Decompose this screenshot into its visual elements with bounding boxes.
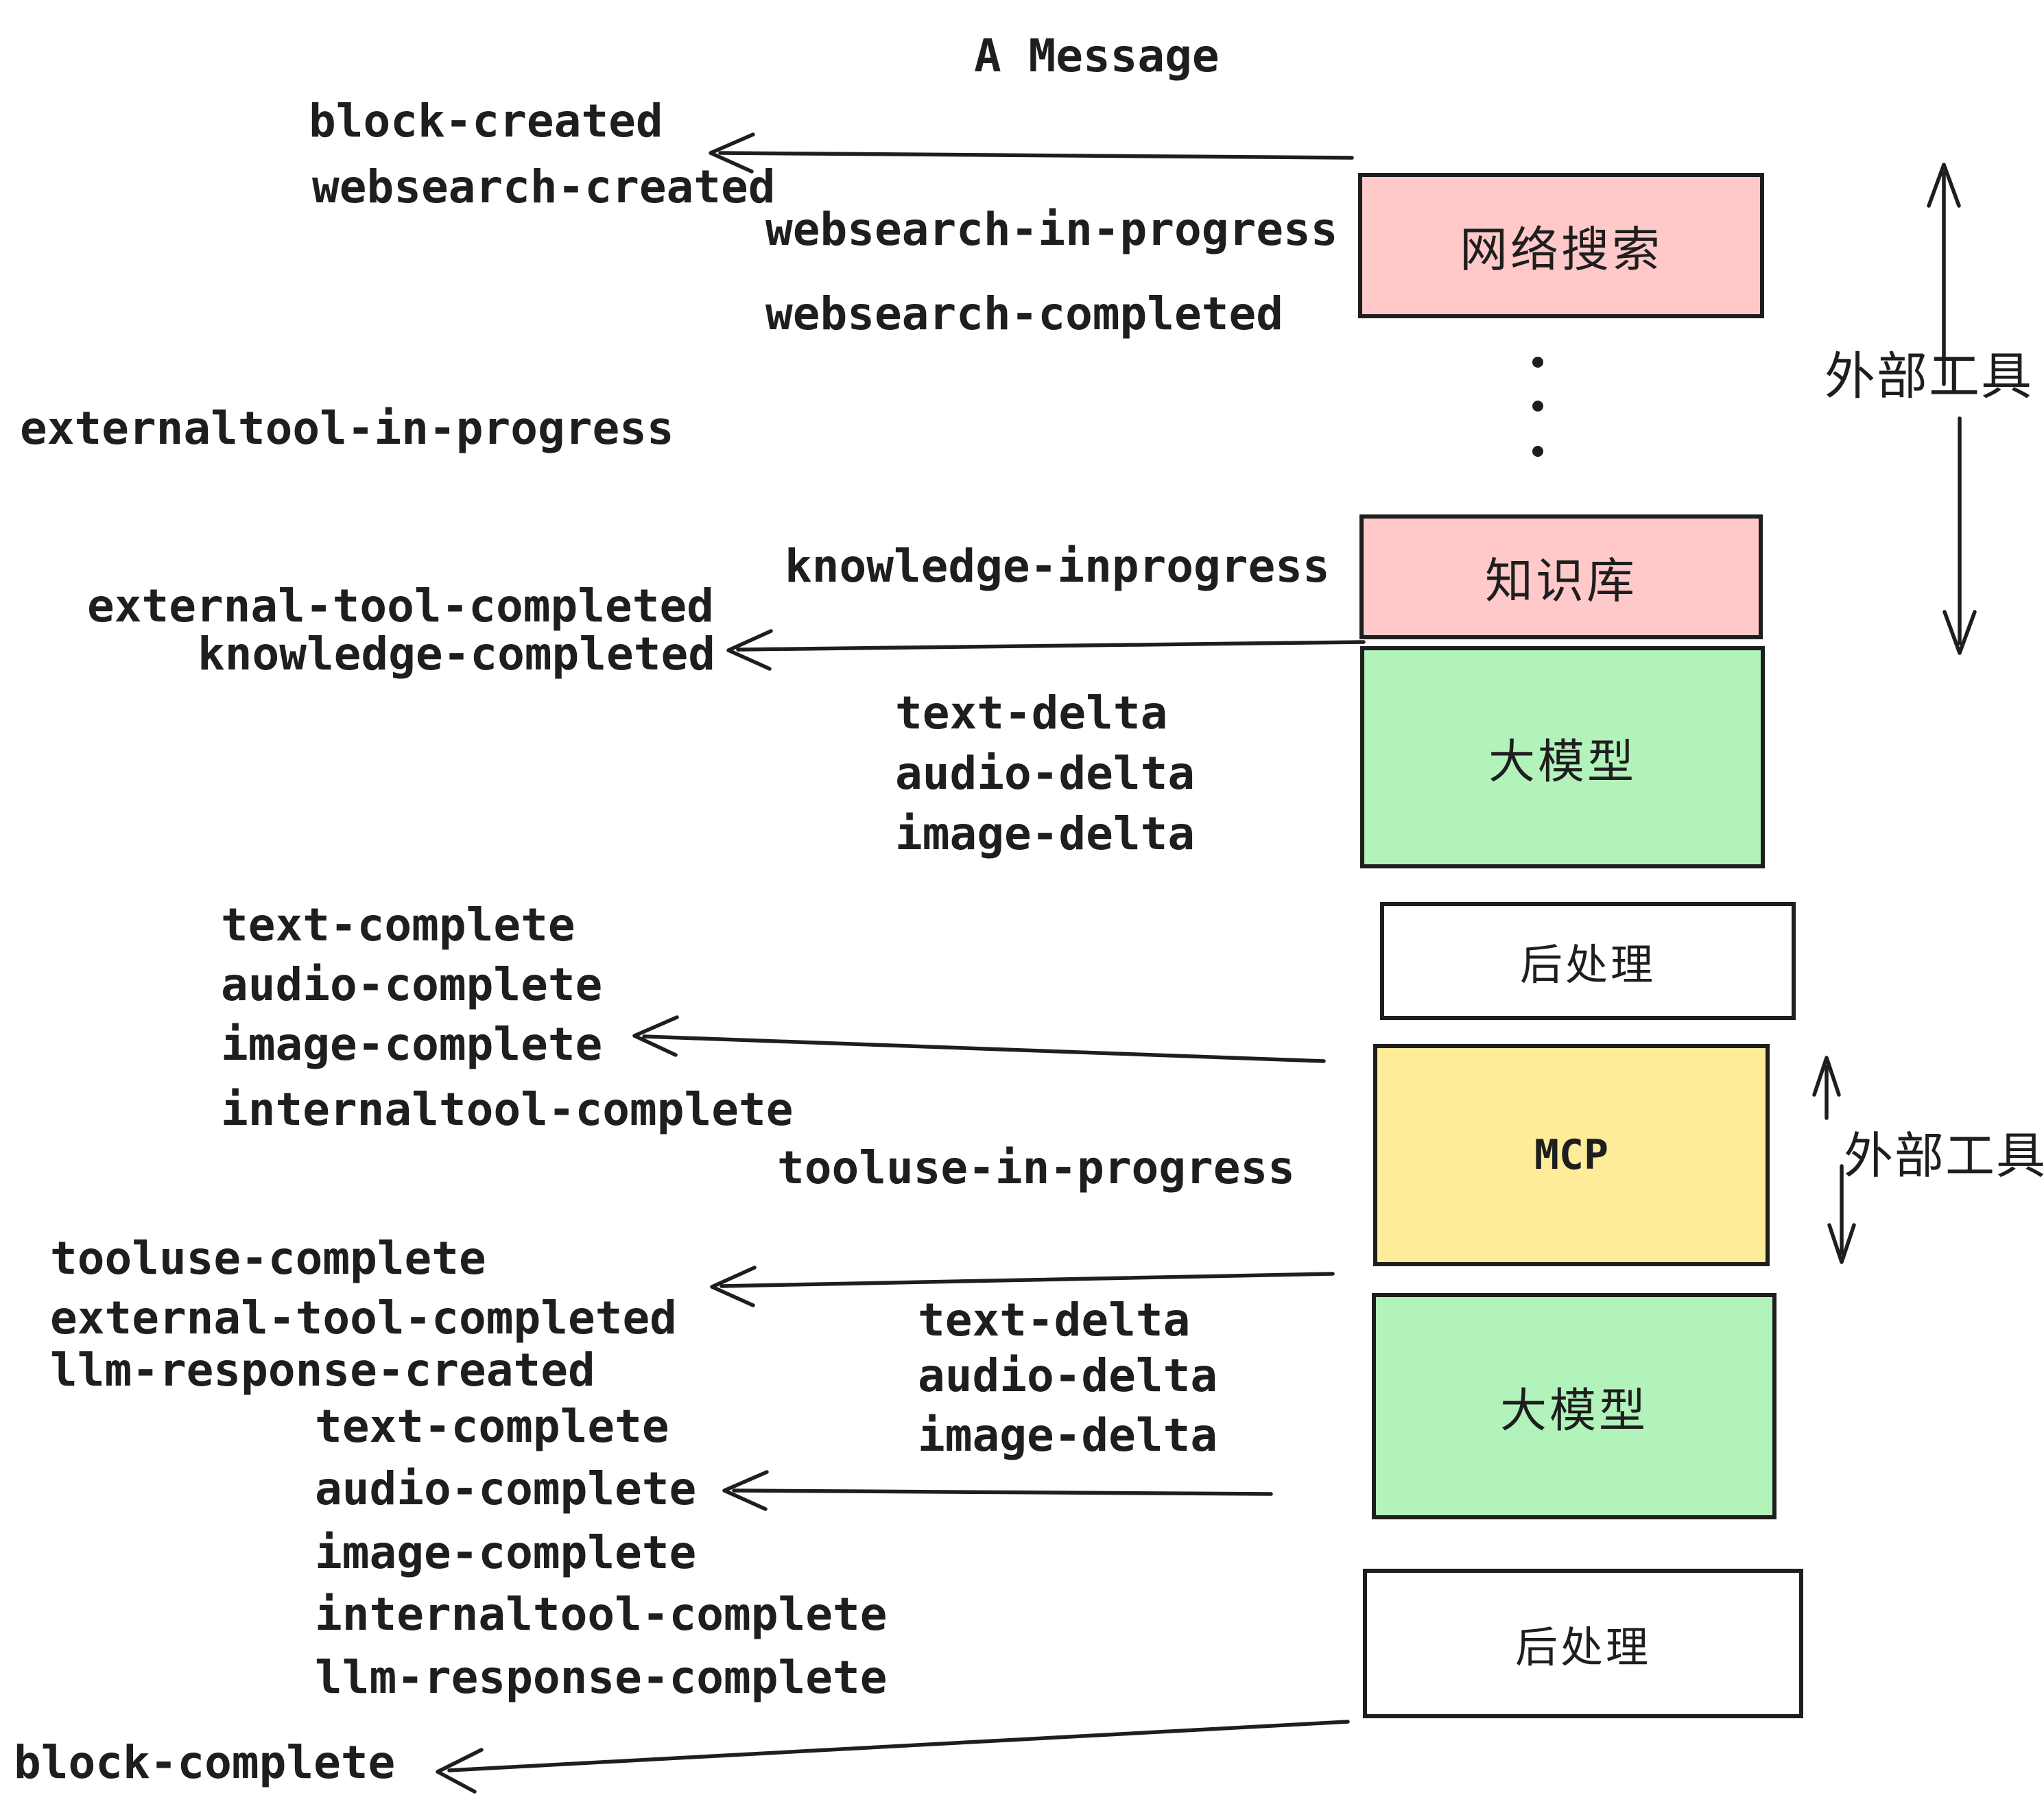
box-knowledge: 知识库: [1359, 514, 1763, 639]
event-label-tooluse-in-progress: tooluse-in-progress: [777, 1141, 1295, 1194]
box-llm-1: 大模型: [1360, 646, 1765, 868]
box-websearch-label: 网络搜索: [1460, 221, 1663, 278]
event-label-knowledge-completed: knowledge-completed: [198, 628, 715, 680]
external-tools-down-arrow-1: [1942, 416, 1977, 655]
event-label-image-delta-2: image-delta: [918, 1409, 1218, 1462]
event-label-external-tool-completed: external-tool-completed: [87, 580, 714, 632]
event-label-audio-complete-2: audio-complete: [315, 1462, 697, 1515]
event-label-knowledge-inprogress: knowledge-inprogress: [785, 540, 1330, 593]
arrow-to-block-complete: [436, 1720, 1350, 1794]
box-mcp-label: MCP: [1534, 1131, 1609, 1179]
event-label-audio-delta-2: audio-delta: [918, 1349, 1218, 1402]
box-knowledge-label: 知识库: [1485, 552, 1637, 609]
external-tools-label-2: 外部工具: [1844, 1127, 2044, 1185]
external-tools-up-arrow-2: [1812, 1056, 1841, 1120]
arrow-to-websearch-created: [709, 132, 1354, 174]
event-label-tooluse-complete: tooluse-complete: [50, 1232, 486, 1285]
vertical-ellipsis-dot: [1532, 357, 1543, 368]
event-label-text-delta-2: text-delta: [918, 1294, 1191, 1346]
event-label-image-complete: image-complete: [221, 1018, 603, 1071]
arrow-to-audio-complete: [722, 1470, 1273, 1511]
event-label-websearch-completed: websearch-completed: [765, 287, 1283, 340]
arrow-to-knowledge-completed: [726, 629, 1366, 671]
event-label-websearch-created: websearch-created: [312, 161, 776, 213]
event-label-text-delta: text-delta: [895, 687, 1168, 739]
box-postprocess-2-label: 后处理: [1514, 1622, 1651, 1672]
event-label-text-complete: text-complete: [221, 899, 575, 951]
event-label-external-tool-completed-2: external-tool-completed: [50, 1292, 677, 1344]
event-label-block-complete: block-complete: [14, 1736, 396, 1789]
event-label-externaltool-in-progress: externaltool-in-progress: [20, 402, 674, 455]
event-label-block-created: block-created: [309, 95, 663, 147]
vertical-ellipsis-dot: [1532, 446, 1543, 457]
event-label-llm-response-created: llm-response-created: [50, 1344, 595, 1397]
box-websearch: 网络搜索: [1358, 173, 1764, 318]
box-llm-2: 大模型: [1372, 1293, 1776, 1519]
event-label-websearch-in-progress: websearch-in-progress: [765, 203, 1338, 256]
event-label-llm-response-complete: llm-response-complete: [315, 1651, 888, 1704]
vertical-ellipsis-dot: [1532, 401, 1543, 412]
box-mcp: MCP: [1373, 1044, 1770, 1266]
event-label-text-complete-2: text-complete: [315, 1400, 669, 1453]
event-label-audio-complete: audio-complete: [221, 958, 603, 1011]
box-llm-2-label: 大模型: [1499, 1384, 1648, 1438]
page-title: A Message: [974, 29, 1220, 82]
box-postprocess-1-label: 后处理: [1519, 940, 1656, 990]
event-label-image-complete-2: image-complete: [315, 1526, 697, 1579]
event-label-internaltool-complete: internaltool-complete: [221, 1083, 794, 1136]
box-llm-1-label: 大模型: [1488, 735, 1637, 790]
box-postprocess-1: 后处理: [1380, 902, 1796, 1020]
box-postprocess-2: 后处理: [1363, 1569, 1803, 1718]
external-tools-label-1: 外部工具: [1825, 347, 2033, 406]
event-label-image-delta: image-delta: [895, 807, 1196, 860]
arrow-to-image-complete: [632, 1015, 1326, 1063]
event-label-audio-delta: audio-delta: [895, 747, 1196, 800]
event-label-internaltool-complete-2: internaltool-complete: [315, 1588, 888, 1641]
